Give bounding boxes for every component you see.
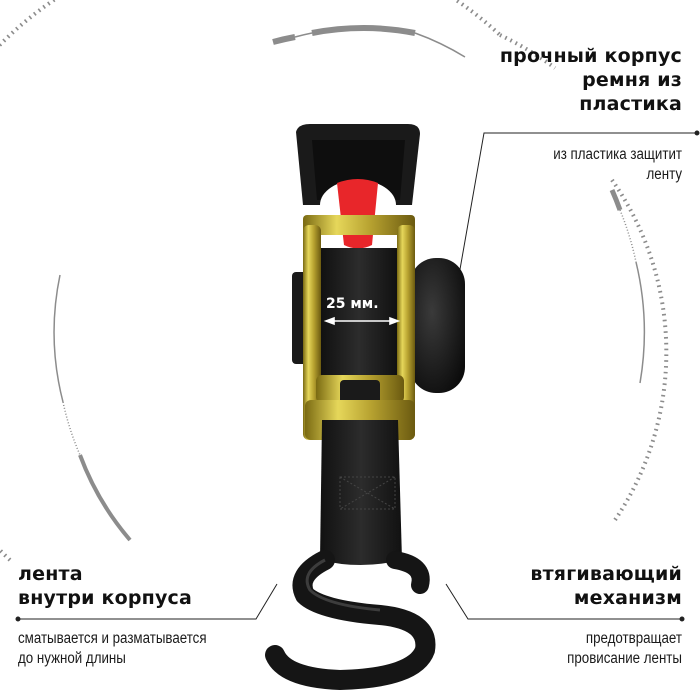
callout-mechanism-description: предотвращает провисание ленты [567, 630, 682, 667]
right-inner-arc [635, 261, 646, 384]
callout-body-description: из пластика защитит ленту [553, 146, 682, 183]
top-thick-segment-1 [272, 34, 296, 45]
callout-line-mechanism [445, 583, 682, 620]
callout-mechanism-title: втягивающий механизм [530, 563, 682, 609]
left-thick-segment [78, 454, 132, 542]
left-inner-arc [53, 274, 64, 403]
callout-body-title: прочный корпус ремня из пластика [499, 45, 682, 115]
right-thick-segment [609, 188, 623, 211]
callout-line-strap [18, 583, 278, 620]
top-thick-segment-2 [311, 25, 416, 36]
callout-line-body [458, 132, 697, 276]
callout-strap-title: лента внутри корпуса [18, 563, 193, 609]
release-lever [337, 179, 378, 249]
outer-dashed-arc-right-lower [610, 178, 669, 522]
strap-width-label: 25 мм. [326, 296, 379, 312]
width-arrow [323, 316, 401, 326]
callout-strap-description: сматывается и разматывается до нужной дл… [18, 630, 207, 667]
